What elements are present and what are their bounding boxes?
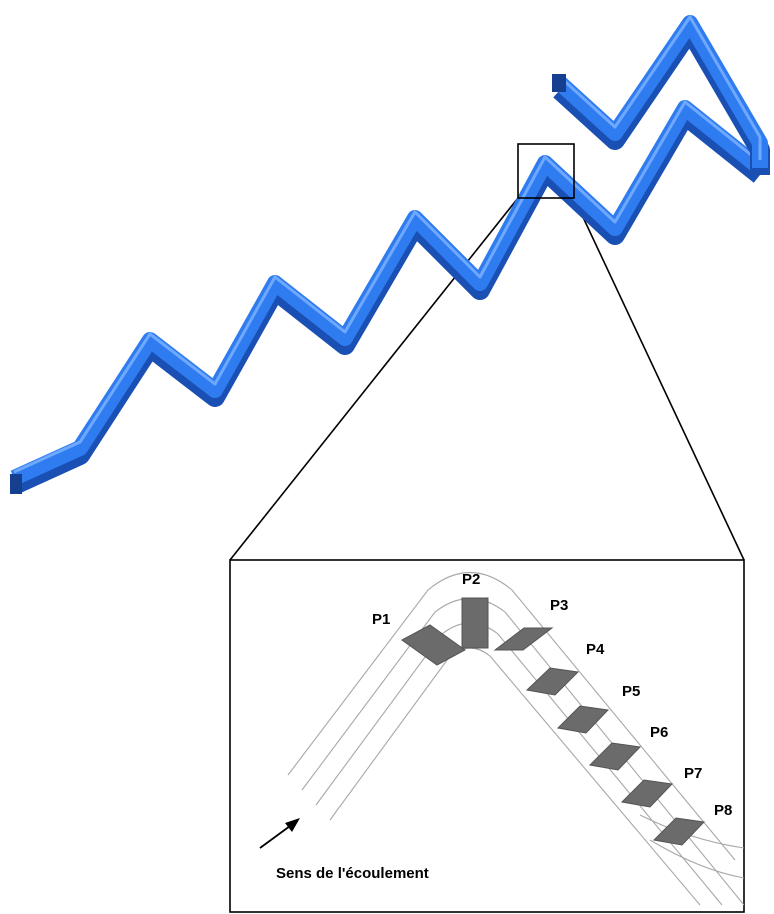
label-p3: P3 <box>550 597 568 614</box>
label-p5: P5 <box>622 683 640 700</box>
serpentine-channel <box>10 17 760 494</box>
label-p6: P6 <box>650 724 668 741</box>
zoom-line-right <box>574 198 744 560</box>
label-p2: P2 <box>462 571 480 588</box>
label-p7: P7 <box>684 765 702 782</box>
label-p4: P4 <box>586 641 605 658</box>
plane-p2 <box>462 598 488 648</box>
channel-inlet-end <box>10 474 22 494</box>
label-p8: P8 <box>714 802 732 819</box>
zoom-line-left <box>230 198 518 560</box>
flow-direction-caption: Sens de l'écoulement <box>276 865 429 882</box>
inset-panel: P1 P2 P3 P4 P5 P6 P7 P8 Sens de l'écoule… <box>230 560 744 912</box>
label-p1: P1 <box>372 611 390 628</box>
channel-outlet-end <box>552 74 566 92</box>
